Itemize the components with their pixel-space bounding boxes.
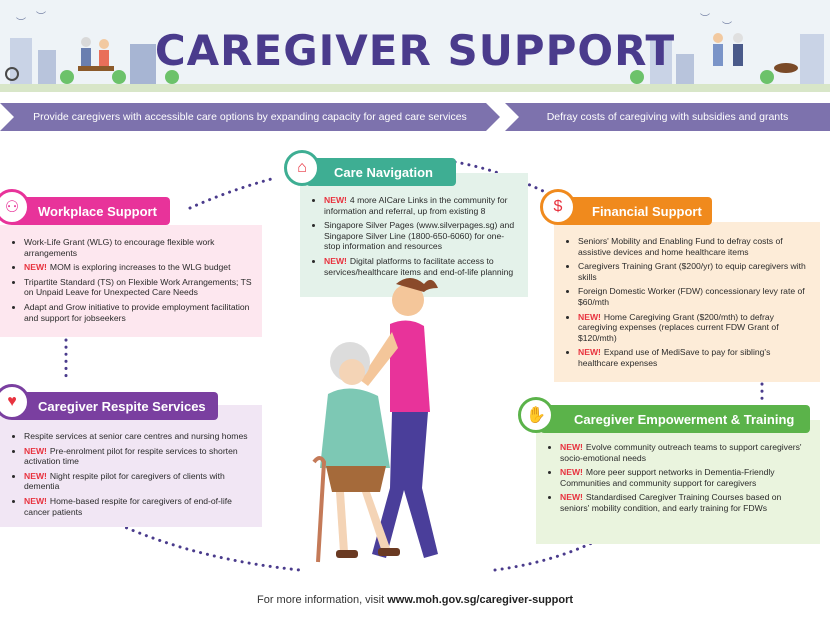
bird-icon: ︶ <box>16 18 26 29</box>
list-item: Caregivers Training Grant ($200/yr) to e… <box>578 261 810 282</box>
heart-hand-icon: ♥ <box>0 384 30 420</box>
list-item: NEW!Evolve community outreach teams to s… <box>560 442 810 463</box>
footer-link[interactable]: www.moh.gov.sg/caregiver-support <box>387 594 574 606</box>
building-icon <box>130 44 156 84</box>
list-item: Seniors' Mobility and Enabling Fund to d… <box>578 236 810 257</box>
seniors-walking-illustration <box>713 33 798 73</box>
respite-services-title: Caregiver Respite Services <box>10 392 218 420</box>
banner-defray-costs: Defray costs of caregiving with subsidie… <box>505 103 830 131</box>
header-banner: ︶ ︶ ︶ ︶ CAREGIVER SUPPORT <box>0 0 830 92</box>
list-item: NEW!Home-based respite for caregivers of… <box>24 496 252 517</box>
list-item: Work-Life Grant (WLG) to encourage flexi… <box>24 237 252 258</box>
list-item: Adapt and Grow initiative to provide emp… <box>24 302 252 323</box>
list-item: NEW!4 more AICare Links in the community… <box>324 195 518 216</box>
list-item: NEW!Expand use of MediSave to pay for si… <box>578 347 810 368</box>
building-icon <box>650 40 672 84</box>
bird-icon: ︶ <box>722 22 732 33</box>
empowerment-training-card: NEW!Evolve community outreach teams to s… <box>536 420 820 544</box>
financial-support-title: Financial Support <box>556 197 712 225</box>
bird-icon: ︶ <box>36 12 46 23</box>
building-icon <box>10 38 32 84</box>
tree-icon <box>60 70 74 84</box>
tree-icon <box>165 70 179 84</box>
list-item: NEW!Digital platforms to facilitate acce… <box>324 256 518 277</box>
workplace-support-title: Workplace Support <box>10 197 170 225</box>
list-item: Tripartite Standard (TS) on Flexible Wor… <box>24 277 252 298</box>
building-icon <box>676 54 694 84</box>
list-item: NEW!MOM is exploring increases to the WL… <box>24 262 252 273</box>
bird-icon: ︶ <box>700 14 710 25</box>
caregiver-senior-illustration <box>312 278 438 563</box>
list-item: NEW!Home Caregiving Grant ($200/mth) to … <box>578 312 810 344</box>
tree-icon <box>630 70 644 84</box>
respite-services-card: Respite services at senior care centres … <box>0 405 262 527</box>
banner-accessible-care: Provide caregivers with accessible care … <box>0 103 500 131</box>
handshake-icon: ✋ <box>518 397 554 433</box>
empowerment-training-title: Caregiver Empowerment & Training <box>540 405 810 433</box>
list-item: Singapore Silver Pages (www.silverpages.… <box>324 220 518 252</box>
financial-support-card: Seniors' Mobility and Enabling Fund to d… <box>554 222 820 382</box>
tree-icon <box>112 70 126 84</box>
list-item: Foreign Domestic Worker (FDW) concession… <box>578 286 810 307</box>
list-item: Respite services at senior care centres … <box>24 431 252 442</box>
money-icon: $ <box>540 189 576 225</box>
care-navigation-title: Care Navigation <box>306 158 456 186</box>
senior-couple-illustration <box>78 37 114 71</box>
page-title: CAREGIVER SUPPORT <box>154 26 676 75</box>
list-item: NEW!Night respite pilot for caregivers o… <box>24 471 252 492</box>
list-item: NEW!More peer support networks in Dement… <box>560 467 810 488</box>
worker-icon: ⚇ <box>0 189 30 225</box>
tree-icon <box>760 70 774 84</box>
bicycle-icon <box>5 67 19 81</box>
list-item: NEW!Standardised Caregiver Training Cour… <box>560 492 810 513</box>
footer-info: For more information, visit www.moh.gov.… <box>256 594 574 606</box>
dotted-connectors <box>64 160 764 572</box>
map-pin-icon: ⌂ <box>284 150 320 186</box>
ground-strip <box>0 84 830 92</box>
list-item: NEW!Pre-enrolment pilot for respite serv… <box>24 446 252 467</box>
building-icon <box>38 50 56 84</box>
building-icon <box>800 34 824 84</box>
workplace-support-card: Work-Life Grant (WLG) to encourage flexi… <box>0 225 262 337</box>
care-navigation-card: NEW!4 more AICare Links in the community… <box>300 173 528 297</box>
